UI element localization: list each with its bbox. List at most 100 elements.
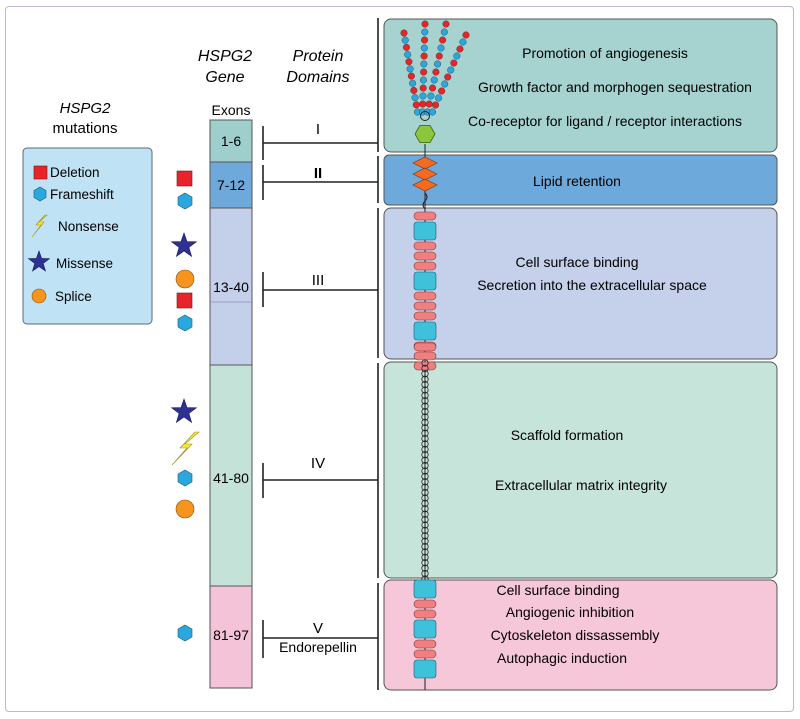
- domain-connectors: [262, 18, 379, 690]
- coil-loop: [421, 397, 429, 405]
- domain-5-function: Cytoskeleton dissassembly: [491, 627, 660, 643]
- coil-loop: [421, 375, 429, 383]
- domain-boxes: [383, 18, 778, 691]
- ig-domain-pink: [413, 639, 437, 649]
- hexagon-icon: [33, 186, 47, 202]
- sea-module-hexagon: [414, 124, 436, 144]
- exons-label: Exons: [212, 102, 251, 118]
- ig-domain-pink: [413, 351, 437, 361]
- exon-column: 1-6 7-12 13-40 41-80 81-97: [209, 119, 253, 689]
- gag-chain-bead: [421, 20, 429, 28]
- gag-chain-bead: [444, 73, 452, 81]
- mutations-subtitle: mutations: [52, 120, 117, 137]
- gag-chain-bead: [440, 28, 448, 36]
- coil-loop: [421, 429, 429, 437]
- circle-icon: [31, 288, 47, 304]
- coil-loop: [421, 488, 429, 497]
- domain-numeral-1: I: [316, 121, 320, 138]
- gag-chain-bead: [420, 68, 428, 76]
- coil-loop: [421, 505, 429, 513]
- lg-domain-cyan: [413, 579, 437, 599]
- domain-1-function: Growth factor and morphogen sequestratio…: [478, 79, 752, 95]
- gag-chain-bead: [420, 60, 428, 68]
- frameshift-marker: [177, 192, 193, 210]
- deletion-marker: [176, 170, 193, 187]
- lg-domain-cyan: [413, 271, 437, 291]
- splice-marker: [175, 499, 195, 519]
- coil-loop: [421, 537, 429, 545]
- exon-block-81-97: [209, 585, 253, 689]
- domain-numeral-3: III: [312, 272, 325, 289]
- deletion-marker: [176, 292, 193, 309]
- coil-loop: [421, 424, 429, 432]
- gag-chain-bead: [420, 52, 428, 60]
- missense-marker: [170, 232, 198, 258]
- lg-domain-cyan: [413, 321, 437, 341]
- gag-chain-bead: [450, 59, 458, 67]
- mutation-markers: [170, 170, 200, 642]
- coil-loop: [421, 461, 429, 470]
- gag-chain-bead: [435, 94, 443, 102]
- nonsense-marker: [171, 431, 200, 466]
- exon-label-81-97: 81-97: [213, 627, 249, 643]
- coil-loop: [421, 370, 429, 378]
- coil-loop: [421, 418, 429, 426]
- gene-subtitle: Gene: [205, 69, 244, 86]
- coil-loop: [421, 402, 429, 410]
- coil-loop: [421, 413, 429, 421]
- domain-box-4: [383, 361, 778, 579]
- exon-label-13-40: 13-40: [213, 279, 249, 295]
- gag-chain-bead: [404, 51, 412, 59]
- domain-box-5: [383, 579, 778, 691]
- domains-title: Protein: [293, 48, 344, 65]
- lg-domain-cyan: [413, 619, 437, 639]
- domain-box-3: [383, 207, 778, 360]
- coil-loop: [421, 391, 429, 399]
- domain-4-function: Scaffold formation: [511, 427, 624, 443]
- gag-chain-bead: [412, 101, 420, 109]
- gag-chain-bead: [437, 44, 445, 52]
- domain-2-function: Lipid retention: [533, 173, 621, 189]
- gag-chain-bead: [442, 20, 450, 28]
- coil-loop: [421, 521, 429, 529]
- gag-chain-bead: [420, 44, 428, 52]
- gag-chain-bead: [441, 80, 449, 88]
- legend-label-nonsense: Nonsense: [58, 219, 119, 234]
- ig-domain-pink: [413, 311, 437, 321]
- gag-chain-bead: [456, 45, 464, 53]
- domain-1-function: Co-receptor for ligand / receptor intera…: [468, 113, 742, 129]
- domain-numeral-5: V: [313, 620, 323, 637]
- domain-box-1: [383, 18, 778, 153]
- missense-marker: [170, 398, 198, 424]
- coil-loop: [421, 456, 429, 464]
- lightning-icon: [31, 214, 48, 238]
- ig-domain-pink: [413, 649, 437, 659]
- frameshift-marker: [177, 624, 193, 642]
- gag-chain-bead: [438, 87, 446, 95]
- linker-loop: [420, 111, 430, 121]
- figure-border: [5, 6, 794, 712]
- gag-chain-bead: [432, 68, 440, 76]
- gag-chain-bead: [410, 86, 418, 94]
- frameshift-marker: [177, 314, 193, 332]
- coil-loop: [421, 386, 429, 394]
- exon-block-7-12: [209, 161, 253, 209]
- gag-chain-bead: [447, 66, 455, 74]
- domain-3-function: Secretion into the extracellular space: [477, 277, 707, 293]
- domain-3-function: Cell surface binding: [516, 254, 639, 270]
- gag-chain-bead: [453, 52, 461, 60]
- coil-loop: [421, 542, 429, 551]
- coil-loop: [421, 478, 429, 486]
- legend-label-splice: Splice: [55, 289, 92, 304]
- square-icon: [33, 165, 48, 180]
- coil-loop: [421, 451, 429, 459]
- legend-label-frameshift: Frameshift: [50, 187, 114, 202]
- gag-chain-bead: [435, 52, 443, 60]
- ig-domain-pink: [413, 291, 437, 301]
- coil-loop: [421, 532, 429, 540]
- gene-title: HSPG2: [198, 48, 252, 65]
- domain-5-function: Cell surface binding: [497, 582, 620, 598]
- coil-loop: [421, 434, 429, 443]
- gag-chain-bead: [419, 76, 427, 84]
